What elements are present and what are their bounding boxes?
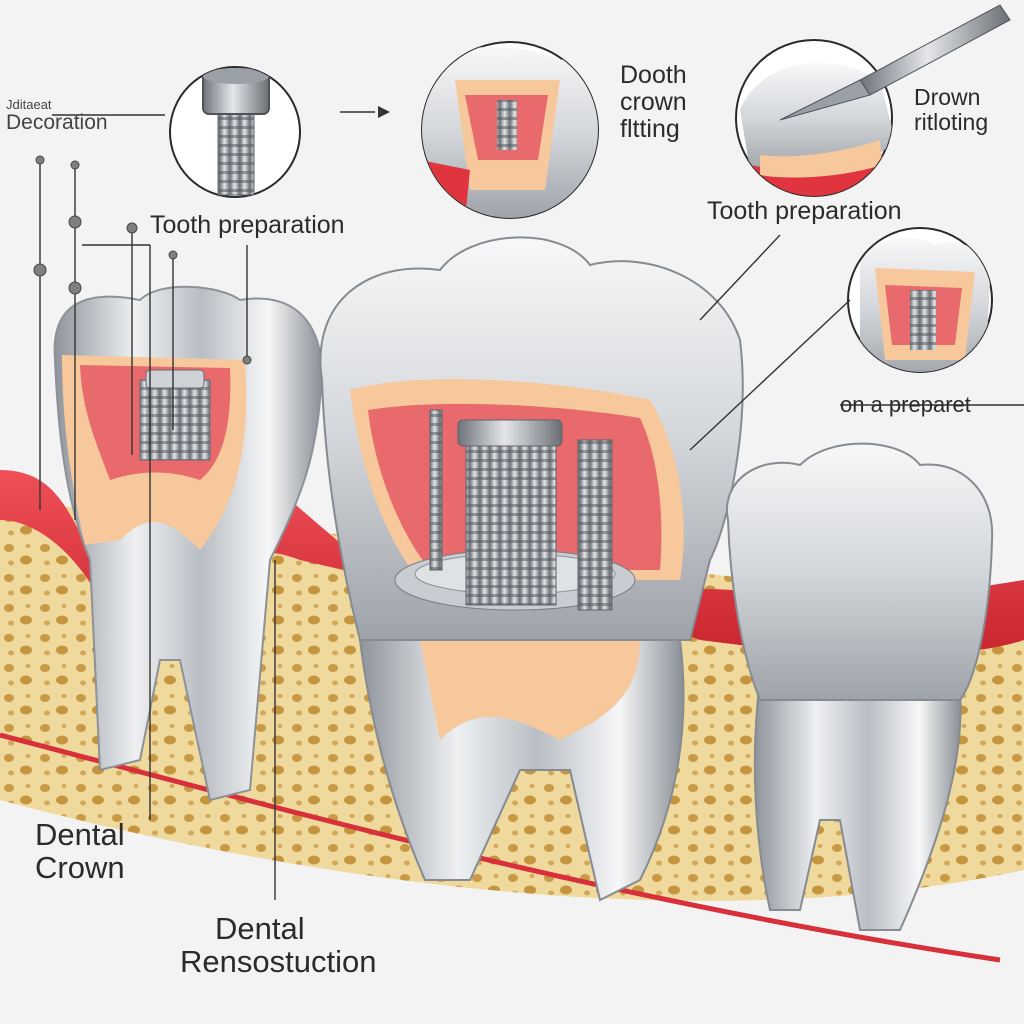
- label-decoration-line1: Jditaeat: [6, 97, 52, 112]
- label-decoration-line2: Decoration: [6, 111, 108, 135]
- label-on-a-preparet: on a preparet: [840, 392, 971, 417]
- label-tooth-preparation-right: Tooth preparation: [707, 197, 902, 225]
- inset-instrument-circle: [735, 39, 893, 197]
- label-crown: crown: [620, 88, 687, 116]
- inset-prepared-tooth-circle: [847, 227, 993, 373]
- leader-lines: [39, 114, 1024, 900]
- label-dental-crown-line2: Crown: [35, 850, 125, 886]
- label-fltting: fltting: [620, 115, 680, 143]
- label-pins: [33, 155, 252, 365]
- label-dental-crown: Dental Crown: [35, 818, 125, 885]
- label-dental-reconstruction-line1: Dental: [215, 911, 305, 946]
- label-drown-ritloting: Drown ritloting: [914, 85, 988, 135]
- left-tooth: [53, 285, 323, 802]
- label-dental-reconstruction: Dental Rensostuction: [180, 912, 376, 979]
- label-tooth-preparation-left: Tooth preparation: [150, 211, 345, 239]
- label-ritloting: ritloting: [914, 108, 989, 135]
- label-dooth: Dooth: [620, 61, 687, 89]
- inset-screw-circle: [169, 66, 301, 198]
- right-tooth: [725, 442, 994, 931]
- inset-crown-cutaway-circle: [421, 41, 599, 219]
- dental-instrument-icon: [779, 4, 1011, 121]
- label-dooth-crown-fitting: Dooth crown fltting: [620, 62, 687, 143]
- label-decoration: Jditaeat Decoration: [6, 97, 108, 135]
- label-dental-reconstruction-line2: Rensostuction: [180, 944, 377, 980]
- arrow-right-icon: [340, 106, 390, 118]
- label-drown: Drown: [914, 84, 981, 110]
- center-tooth: [319, 236, 744, 902]
- label-dental-crown-line1: Dental: [35, 817, 125, 852]
